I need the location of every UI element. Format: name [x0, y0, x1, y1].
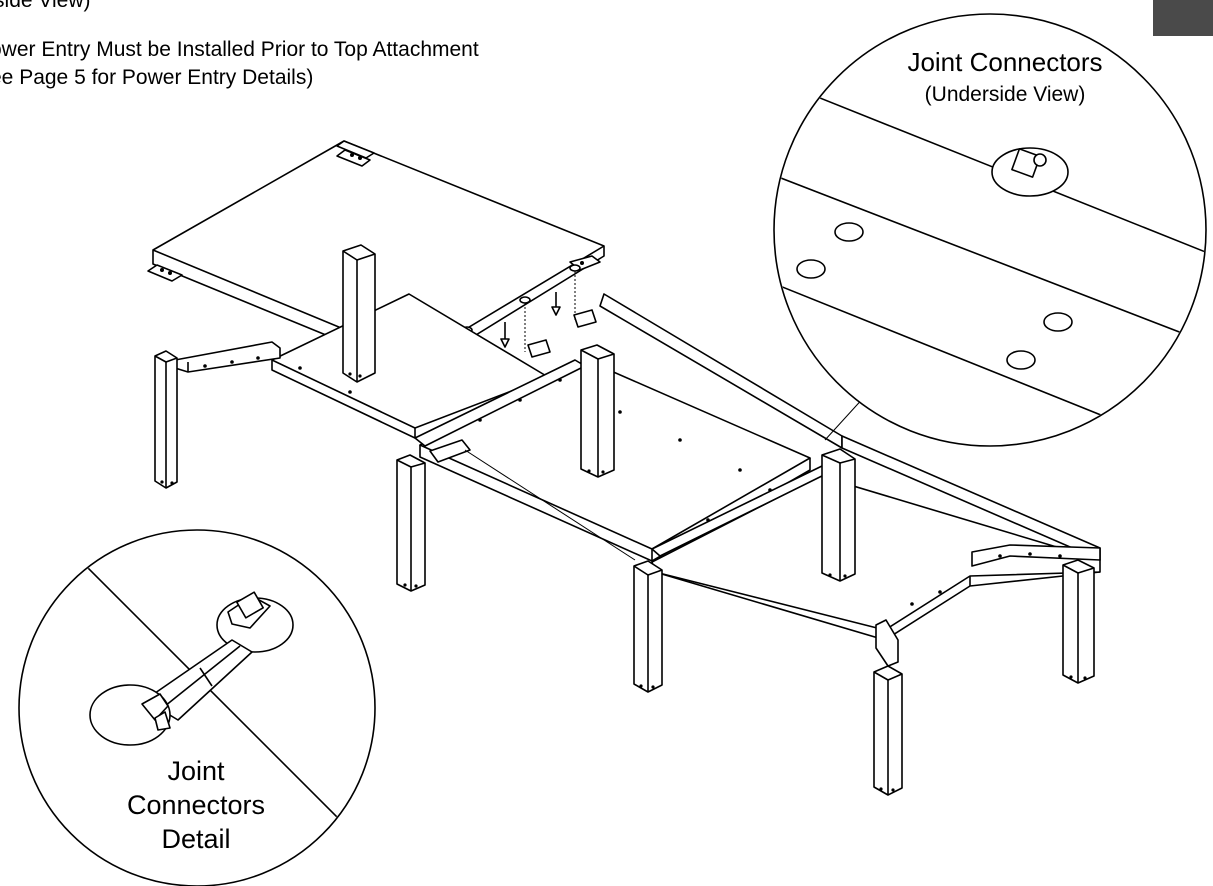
table-legs — [154, 244, 1095, 796]
page-corner-tab — [1153, 0, 1213, 36]
joint-connectors-detail-callout — [18, 529, 376, 886]
underside-view-subtitle: (Underside View) — [924, 83, 1086, 106]
table-top-panel — [147, 140, 605, 373]
detail-label-line1: Joint — [167, 756, 225, 786]
detail-label-line3: Detail — [161, 824, 231, 854]
underside-view-note: nderside View) — [0, 0, 91, 12]
power-entry-note-line1: ower Entry Must be Installed Prior to To… — [0, 38, 479, 61]
joint-connectors-title: Joint Connectors — [907, 47, 1103, 77]
detail-label-line2: Connectors — [126, 790, 266, 820]
power-entry-note-line2: ee Page 5 for Power Entry Details) — [0, 66, 314, 89]
joint-connectors-underside-callout — [773, 13, 1207, 447]
table-frame — [174, 293, 1101, 641]
